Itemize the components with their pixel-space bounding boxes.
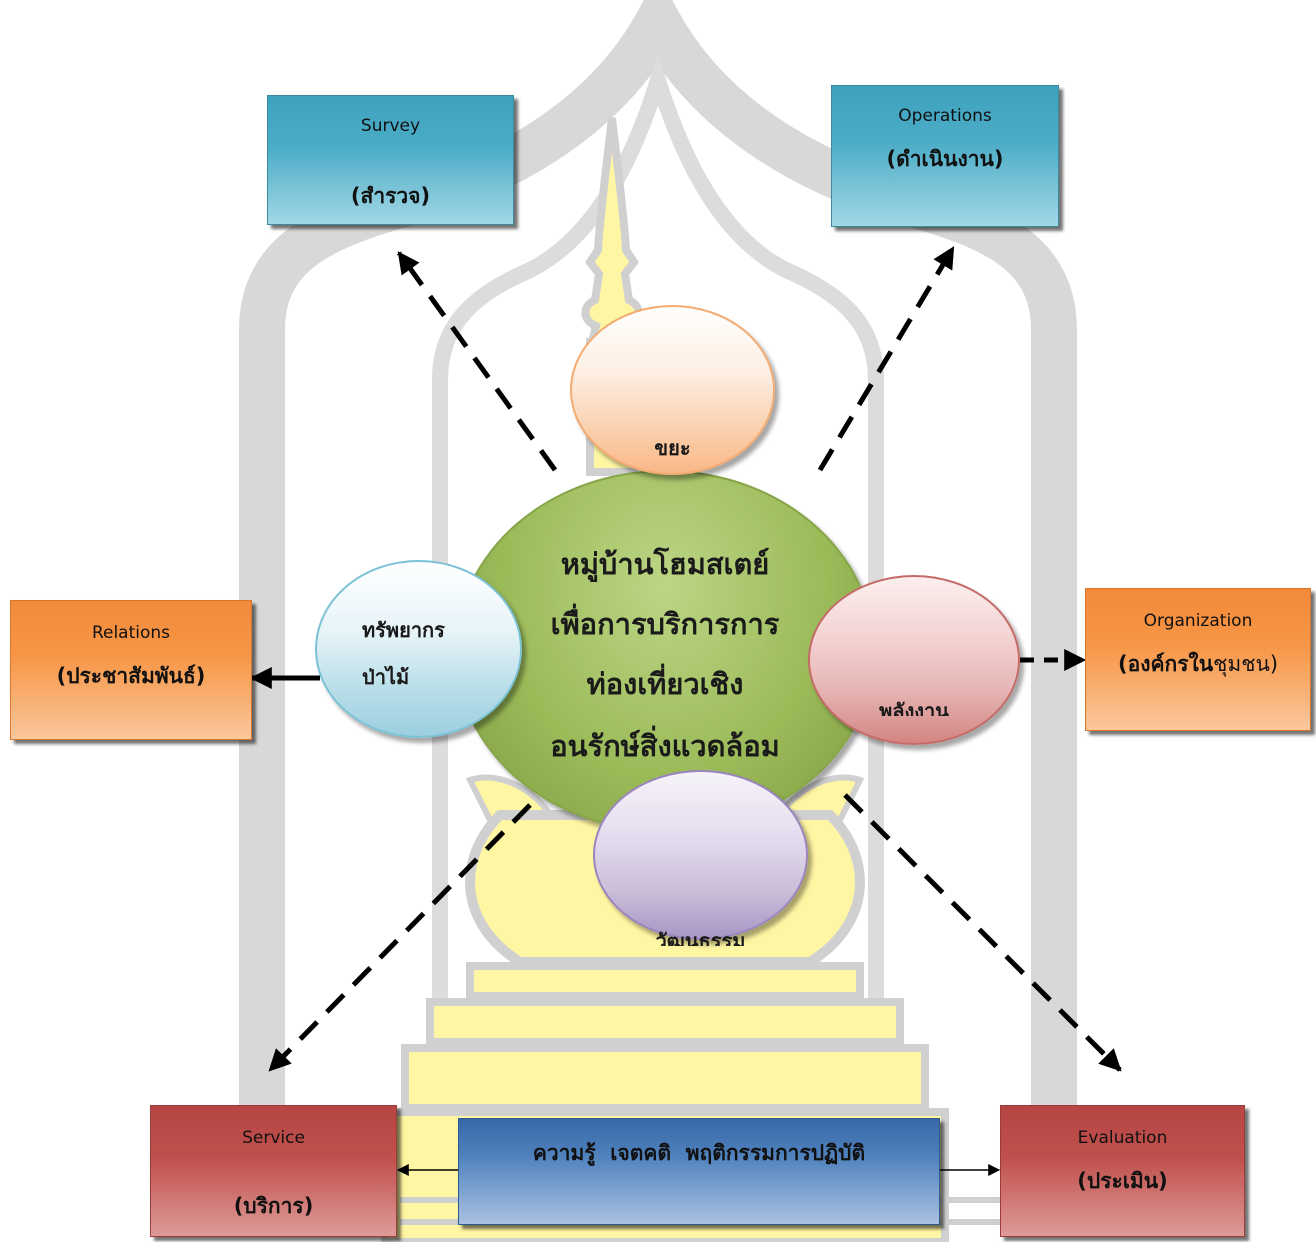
center-line-1: หมู่บ้านโฮมสเตย์ <box>560 547 770 581</box>
watermark-tier-3 <box>401 1044 929 1112</box>
forest-label-line-1: ทรัพยากร <box>362 618 445 642</box>
evaluation-title: Evaluation <box>1077 1128 1168 1148</box>
energy-circle: พลังงาน <box>808 575 1020 745</box>
center-line-4: อนรักษ์สิ่งแวดล้อม <box>550 729 780 763</box>
energy-label: พลังงาน <box>879 699 949 716</box>
forest-circle: ทรัพยากร ป่าไม้ <box>315 560 522 738</box>
relations-box: Relations (ประชาสัมพันธ์) <box>10 600 252 740</box>
operations-box: Operations (ดำเนินงาน) <box>831 85 1059 227</box>
culture-label: วัฒนธรรม <box>655 929 746 946</box>
culture-circle: วัฒนธรรม <box>593 770 808 946</box>
center-line-3: ท่องเที่ยวเชิง <box>586 667 744 701</box>
operations-thai-label: (ดำเนินงาน) <box>886 147 1004 171</box>
service-title: Service <box>242 1128 305 1148</box>
organization-box: Organization (องค์กรในชุมชน) <box>1085 588 1311 731</box>
waste-label: ขยะ <box>654 436 691 460</box>
operations-title: Operations <box>898 106 992 126</box>
organization-title: Organization <box>1143 611 1253 631</box>
service-box: Service (บริการ) <box>150 1105 397 1237</box>
watermark-tier-2 <box>426 998 904 1046</box>
organization-thai-regular: ชุมชน) <box>1213 652 1279 676</box>
survey-title: Survey <box>360 116 421 136</box>
knowledge-box: ความรู้ เจตคติ พฤติกรรมการปฏิบัติ <box>458 1118 940 1225</box>
survey-thai-label: (สำรวจ) <box>350 184 431 208</box>
relations-title: Relations <box>91 623 171 643</box>
forest-label-line-2: ป่าไม้ <box>362 665 410 689</box>
center-line-2: เพื่อการบริการการ <box>550 607 780 641</box>
knowledge-label: ความรู้ เจตคติ พฤติกรรมการปฏิบัติ <box>532 1141 866 1165</box>
arrow-center-to-operations <box>817 246 956 472</box>
arrow-center-to-evaluation <box>843 793 1122 1072</box>
waste-circle: ขยะ <box>570 305 775 475</box>
arrow-center-to-survey <box>396 251 558 472</box>
evaluation-box: Evaluation (ประเมิน) <box>1000 1105 1245 1237</box>
watermark-tier-1 <box>466 962 864 1000</box>
watermark-base-stripes <box>400 1197 1000 1225</box>
watermark-inner-arch <box>432 53 884 1000</box>
arrow-center-to-service <box>268 803 532 1072</box>
relations-thai-label: (ประชาสัมพันธ์) <box>56 664 206 688</box>
organization-thai-label: (องค์กรในชุมชน) <box>1086 649 1310 679</box>
organization-thai-bold: (องค์กรใน <box>1117 652 1214 676</box>
service-thai-label: (บริการ) <box>233 1194 314 1218</box>
evaluation-thai-label: (ประเมิน) <box>1077 1169 1168 1193</box>
survey-box: Survey (สำรวจ) <box>267 95 514 225</box>
